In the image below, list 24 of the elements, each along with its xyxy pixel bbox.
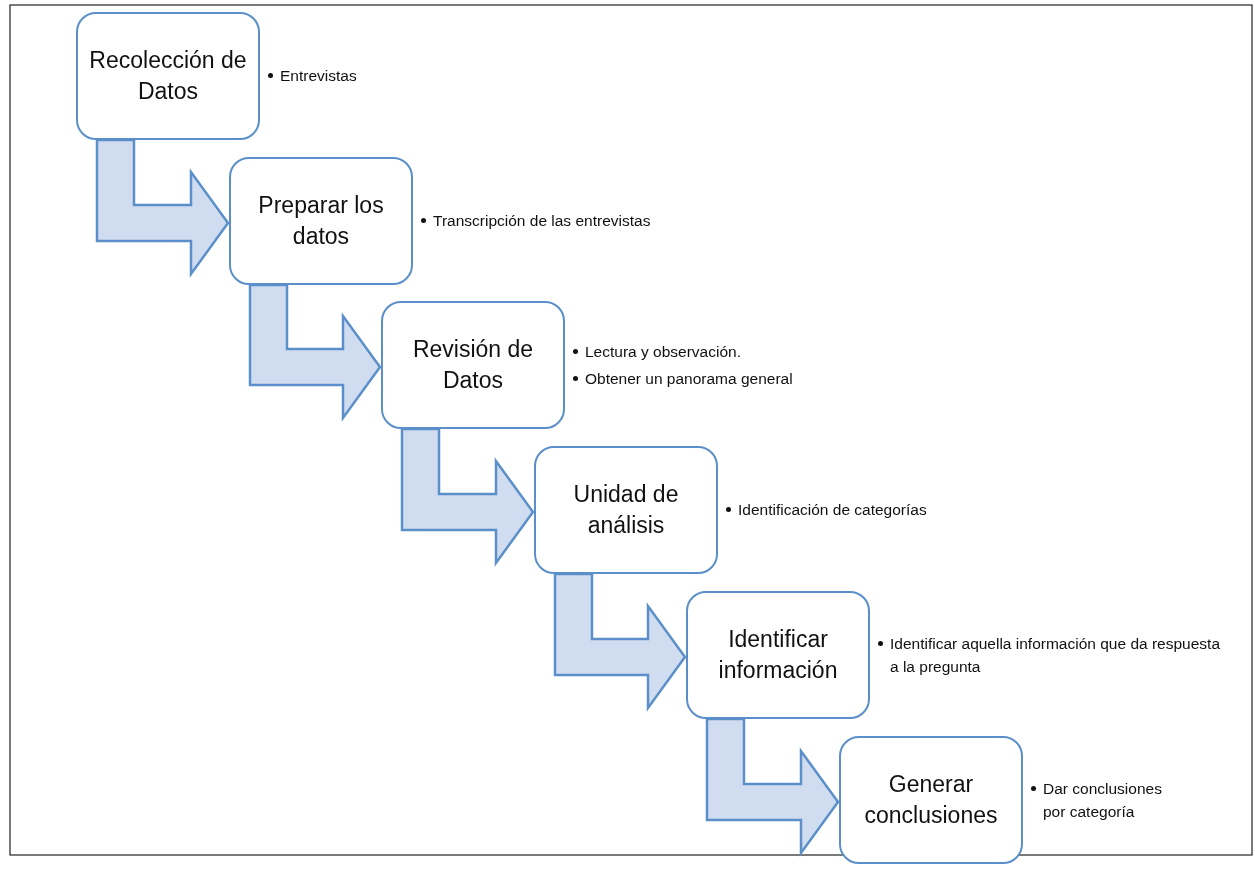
bent-block-arrow	[400, 427, 535, 567]
step-title: Recolección de Datos	[88, 45, 248, 106]
step-title: Unidad de análisis	[572, 479, 680, 540]
bullet-text: Entrevistas	[280, 66, 357, 87]
step-title: Preparar los datos	[257, 190, 385, 251]
bent-block-arrow	[705, 717, 840, 857]
bullet-text: Obtener un panorama general	[585, 369, 793, 389]
step-title: Identificar información	[717, 624, 839, 685]
step-title: Generar conclusiones	[863, 769, 999, 830]
process-box	[229, 157, 413, 285]
bullet-text: Identificar aquella información que da respuesta a la pregunta	[890, 633, 1221, 677]
bullet-text: Identificación de categorías	[738, 500, 927, 521]
bent-block-arrow	[95, 138, 230, 278]
process-box	[534, 446, 718, 574]
bullet-text: Lectura y observación.	[585, 341, 741, 362]
process-box	[839, 736, 1023, 864]
process-box	[381, 301, 565, 429]
bullet-text: Transcripción de las entrevistas	[433, 211, 651, 232]
process-box	[686, 591, 870, 719]
bent-block-arrow	[248, 283, 382, 422]
process-box	[76, 12, 260, 140]
bent-block-arrow	[553, 572, 687, 712]
step-title: Revisión de Datos	[411, 334, 535, 395]
bullet-text: Dar conclusiones por categoría	[1043, 778, 1163, 822]
